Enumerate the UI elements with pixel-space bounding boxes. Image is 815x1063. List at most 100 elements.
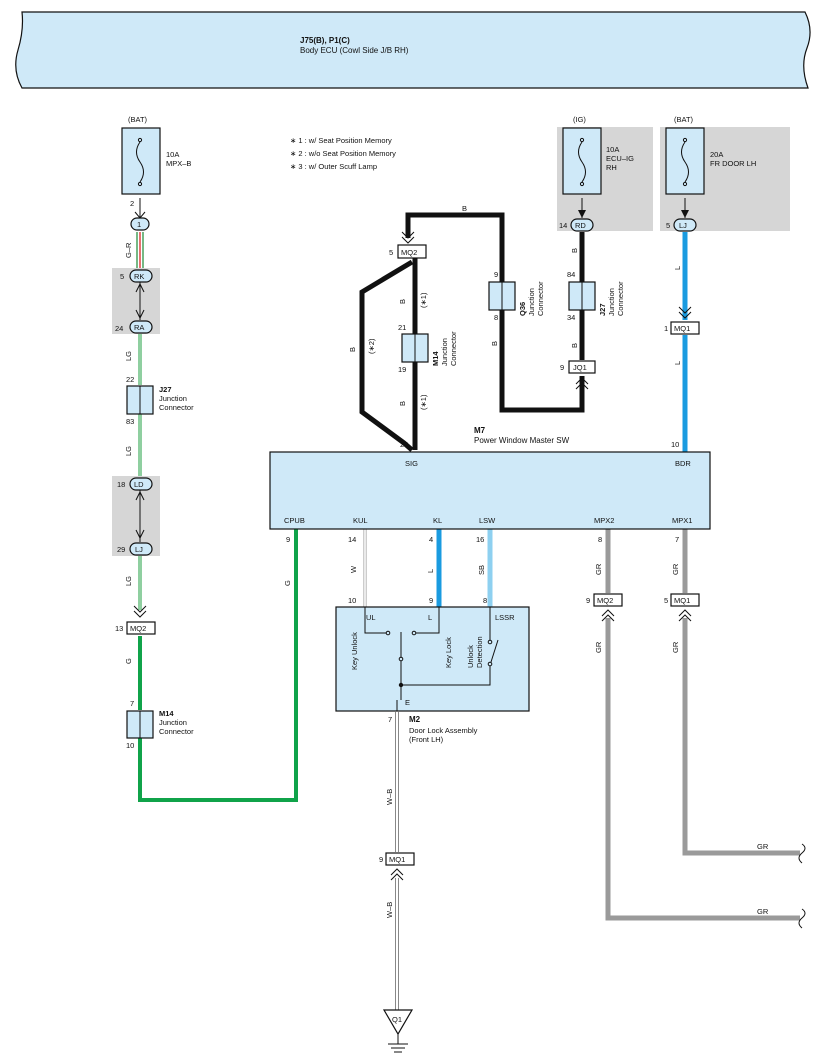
conn-jq1-label: JQ1 xyxy=(573,363,587,372)
j27-ig-l2: Connector xyxy=(616,281,625,316)
arrows-mq1-lower xyxy=(678,609,692,622)
m7-pin-7: 7 xyxy=(675,535,679,544)
m2-pin-8: 8 xyxy=(483,596,487,605)
m2-pin-10: 10 xyxy=(348,596,356,605)
m7-bdr: BDR xyxy=(675,459,691,468)
fuse-frdoor-amp: 20A xyxy=(710,150,723,159)
fuse-ecuig-amp: 10A xyxy=(606,145,619,154)
fuse-frdoor-symbol xyxy=(681,141,689,183)
wire-g-label-2: G xyxy=(283,580,292,586)
fuse-mpxb-symbol xyxy=(136,141,144,183)
wire-g-2 xyxy=(138,529,298,802)
conn-ra-label: RA xyxy=(134,323,144,332)
m2-e: E xyxy=(405,698,410,707)
wire-gr4-label: GR xyxy=(671,641,680,653)
fuse-ecuig xyxy=(562,127,602,195)
wire-g-label-1: G xyxy=(124,658,133,664)
m7-cpub: CPUB xyxy=(284,516,305,525)
m14-left-top: 7 xyxy=(130,699,134,708)
q36-l2: Connector xyxy=(536,281,545,316)
m14-left-l1: Junction xyxy=(159,718,187,727)
j27-left-bot: 83 xyxy=(126,417,134,426)
wire-b4-label: B xyxy=(490,341,499,346)
conn-lj-right-label: LJ xyxy=(679,221,687,230)
conn-mq2-right xyxy=(593,593,623,607)
m2-int-ul xyxy=(364,607,386,634)
mq2-mid-pin: 5 xyxy=(389,248,393,257)
arrows-mq1-ground xyxy=(390,868,404,881)
note-3: ∗ 3 : w/ Outer Scuff Lamp xyxy=(290,162,377,171)
wire-gr2-label: GR xyxy=(671,563,680,575)
ig-label: (IG) xyxy=(573,115,586,124)
wire-sb-label: SB xyxy=(477,565,486,575)
conn-ld xyxy=(129,477,153,491)
break-mark-2 xyxy=(798,908,806,929)
q36-bot: 8 xyxy=(494,313,498,322)
conn-ra xyxy=(129,320,153,334)
star1b-label: (∗1) xyxy=(419,394,428,410)
m2-pin-7: 7 xyxy=(388,715,392,724)
m7-sig: SIG xyxy=(405,459,418,468)
fuse-frdoor-dot-top xyxy=(682,137,688,143)
wire-b6-label: B xyxy=(570,343,579,348)
mq2-right-pin: 9 xyxy=(586,596,590,605)
m2-junction-dot xyxy=(398,682,404,688)
conn-rd xyxy=(570,218,594,232)
m2-switch-pivot xyxy=(398,656,404,662)
wire-w-label: W xyxy=(349,565,358,573)
conn-mq2-left-label: MQ2 xyxy=(130,624,146,633)
arrows-mq2-left xyxy=(133,605,147,618)
m7-kl: KL xyxy=(433,516,442,525)
q36-top: 9 xyxy=(494,270,498,279)
m7-power-window-master-sw xyxy=(269,451,711,530)
m2-key-unlock: Key Unlock xyxy=(350,632,359,670)
lj-pin-right: 5 xyxy=(666,221,670,230)
m7-pin-14: 14 xyxy=(348,535,356,544)
arrow-lj-right xyxy=(681,210,689,218)
wire-wb2-label: W–B xyxy=(385,902,394,918)
ecu-subtitle: Body ECU (Cowl Side J/B RH) xyxy=(300,46,409,55)
mq1-lower-pin: 5 xyxy=(664,596,668,605)
wire-b5-label: B xyxy=(570,248,579,253)
m2-ul: UL xyxy=(366,613,376,622)
arrows-mq2-mid xyxy=(401,231,415,244)
fuse-ecuig-symbol xyxy=(578,141,586,183)
conn-mq1-right-label: MQ1 xyxy=(674,324,690,333)
wire-gr-label: G–R xyxy=(124,242,133,258)
fuse-frdoor xyxy=(665,127,705,195)
j27-left-name: J27 xyxy=(159,385,172,394)
wire-l2-label: L xyxy=(673,361,682,365)
arrow-rd xyxy=(578,210,586,218)
body-ecu-banner xyxy=(15,11,811,89)
m14-mid-name: M14 xyxy=(431,351,440,366)
m14-mid-bot: 19 xyxy=(398,365,406,374)
conn-lj-left-label: LJ xyxy=(135,545,143,554)
wire-b-star2 xyxy=(359,259,414,452)
fuse-mpxb-name: MPX–B xyxy=(166,159,191,168)
wire-l-kl-label: L xyxy=(426,569,435,573)
pin-20: 20 xyxy=(400,440,408,449)
wire-lg-label-1: LG xyxy=(124,351,133,361)
m2-door-lock-assembly xyxy=(335,606,530,712)
m7-name: M7 xyxy=(474,426,486,435)
conn-rd-label: RD xyxy=(575,221,586,230)
conn-mq1-lower-label: MQ1 xyxy=(674,596,690,605)
m14-mid-top: 21 xyxy=(398,323,406,332)
m2-lssr-switch xyxy=(490,639,499,663)
wire-l1-label: L xyxy=(673,266,682,270)
m2-int-l xyxy=(416,607,440,634)
lj-pin-left: 29 xyxy=(117,545,125,554)
pin-10-right: 10 xyxy=(671,440,679,449)
note-1: ∗ 1 : w/ Seat Position Memory xyxy=(290,136,392,145)
wire-gr3-label: GR xyxy=(594,641,603,653)
q36-name: Q36 xyxy=(518,302,527,316)
arrows-ld-lj xyxy=(135,490,145,540)
conn-rk-label: RK xyxy=(134,272,144,281)
wire-b-top-label: B xyxy=(462,204,467,213)
arrows-rk-ra xyxy=(135,282,145,320)
m2-unlock-1: Unlock xyxy=(466,645,475,668)
fuse-ecuig-name2: RH xyxy=(606,163,617,172)
arrows-jq1 xyxy=(575,377,589,390)
